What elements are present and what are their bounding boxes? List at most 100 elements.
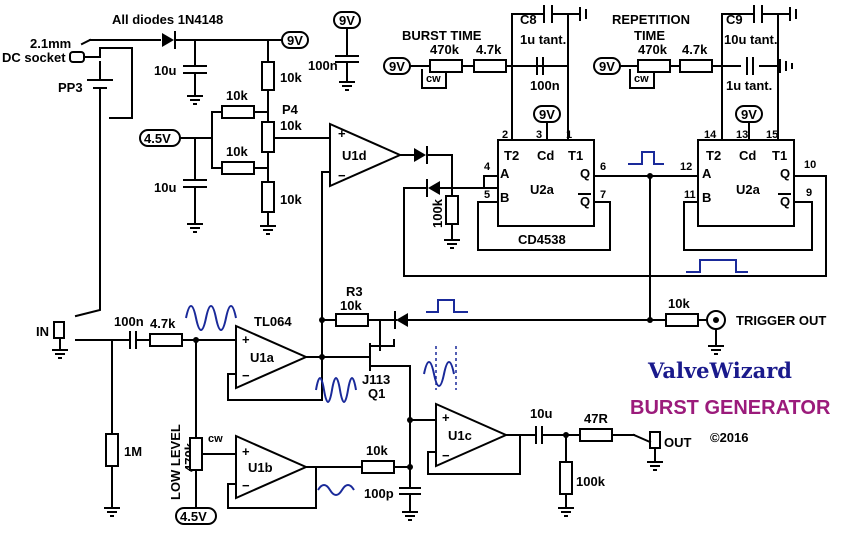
- junction-dot: [647, 173, 653, 179]
- ic1-wiring: [477, 175, 611, 251]
- dc-socket-label-2: DC socket: [2, 50, 66, 65]
- cap-1u-rep-label: 1u tant.: [726, 78, 772, 93]
- u1a-plus: +: [242, 332, 250, 347]
- u1a-label: U1a: [250, 350, 275, 365]
- u1a-wave: [315, 377, 357, 403]
- ic2-pin10: 10: [804, 159, 816, 171]
- cap-100p-icon: [399, 419, 421, 521]
- c9-label: C9: [726, 12, 743, 27]
- r-1m-label: 1M: [124, 444, 142, 459]
- ic2-pin15: 15: [766, 129, 778, 141]
- ic1-cd: Cd: [537, 148, 554, 163]
- ic1-qbar: Q: [580, 194, 590, 209]
- u1d-opamp: [329, 122, 403, 188]
- u1d-inv-wire: [321, 171, 331, 321]
- pulse-wave-short: [628, 151, 664, 165]
- u1c-plus: +: [442, 410, 450, 425]
- ic1-t1: T1: [568, 148, 583, 163]
- power-supply: All diodes 1N4148 2.1mm DC socket PP3 10…: [2, 11, 361, 301]
- dc-socket-sleeve: [84, 47, 133, 119]
- cap-10u-bias-label: 10u: [154, 180, 176, 195]
- resistor-10k-bias1: [221, 105, 255, 119]
- r-10k-bias1-label: 10k: [226, 88, 248, 103]
- resistor-10k-bias2: [221, 161, 255, 175]
- resistor-100k-pd: [445, 195, 459, 225]
- u1c-label: U1c: [448, 428, 472, 443]
- u1d-section: + U1d − 100k: [321, 122, 827, 321]
- cap-10u-out-label: 10u: [530, 406, 552, 421]
- cap-100p-label: 100p: [364, 486, 394, 501]
- pot-470k-burst-label: 470k: [430, 42, 460, 57]
- resistor-4k7-rep: [679, 59, 713, 73]
- r3-value: 10k: [340, 298, 362, 313]
- ic1-part: CD4538: [518, 232, 566, 247]
- diode-feedback-icon: [428, 181, 440, 195]
- ic1-pin5: 5: [484, 189, 490, 201]
- ground-icon: [260, 211, 276, 235]
- ground-icon: [187, 95, 203, 105]
- resistor-1m: [105, 433, 119, 467]
- bias-4v5-label-2: 4.5V: [180, 509, 207, 524]
- ic2-9v-label: 9V: [741, 107, 757, 122]
- bias-4v5-tag-2: [175, 507, 217, 525]
- supply-9v-label-2: 9V: [339, 13, 355, 28]
- burst-9v-label: 9V: [389, 59, 405, 74]
- pot-470k-rep: [637, 59, 671, 73]
- feedback-wire: [403, 179, 827, 277]
- rep-9v-label: 9V: [599, 59, 615, 74]
- r-10k-bias2-label: 10k: [226, 144, 248, 159]
- u1b-opamp: [235, 434, 309, 500]
- input-jack-icon[interactable]: [53, 321, 65, 339]
- low-level-wire: [195, 339, 237, 509]
- burst-cw: cw: [426, 73, 441, 85]
- r3-label: R3: [346, 284, 363, 299]
- rep-time-label-1: REPETITION: [612, 12, 690, 27]
- brand-subtitle: BURST GENERATOR: [630, 397, 831, 419]
- burst-wave: [423, 361, 455, 387]
- pulldown-wire: [444, 187, 460, 249]
- input-section: IN 100n 4.7k 1M + U1a − TL064 J113 Q1: [36, 299, 457, 517]
- u1b-plus: +: [242, 444, 250, 459]
- cap-100n-dec-label: 100n: [308, 58, 338, 73]
- bias-wires: [179, 111, 269, 169]
- c9-icon: [753, 5, 763, 23]
- r-4k7-burst-label: 4.7k: [476, 42, 502, 57]
- ic2-cd: Cd: [739, 148, 756, 163]
- u1c-feedback: [427, 434, 537, 475]
- output-cap-10u: [535, 426, 635, 444]
- ic1-body: [497, 139, 595, 227]
- resistor-47r: [579, 428, 613, 442]
- battery-icon: [87, 61, 113, 301]
- u1a-minus: −: [242, 368, 250, 383]
- resistor-100k-out: [559, 461, 573, 495]
- cap-10u-icon: [183, 39, 207, 97]
- resistor-10k-low: [361, 460, 395, 474]
- burst-gate-lines: [435, 346, 457, 390]
- trigger-wire: [394, 311, 707, 329]
- branding: ValveWizard BURST GENERATOR ©2016: [630, 358, 831, 445]
- ic-cd4538-1: T2 Cd T1 A B U2a Q Q 2 3 1 4 5 6 7 CD453…: [477, 129, 611, 251]
- jfet-q1-icon: [369, 339, 411, 421]
- ic2-t1: T1: [772, 148, 787, 163]
- ic1-pin1: 1: [566, 129, 572, 141]
- ic1-q: Q: [580, 166, 590, 181]
- low-cw: cw: [208, 433, 223, 445]
- low-level-wave: [317, 484, 355, 496]
- resistor-10k-bottom: [261, 181, 275, 213]
- ic2-b: B: [702, 190, 711, 205]
- cap-1u-rep-icon: [746, 57, 754, 75]
- diode-u1d-icon: [414, 148, 426, 162]
- input-wave: [185, 305, 237, 331]
- pulse-wave-trigger: [426, 299, 468, 313]
- bias-4v5-tag: [139, 129, 181, 147]
- u1c-minus: −: [442, 448, 450, 463]
- ic2-body: [697, 139, 795, 227]
- r-10k-trigger-label: 10k: [668, 296, 690, 311]
- u1d-plus: +: [338, 126, 346, 141]
- output-jack-icon[interactable]: [649, 431, 661, 449]
- ic1-t2: T2: [504, 148, 519, 163]
- pulse-wave-long: [686, 259, 748, 273]
- ic1-pin7: 7: [600, 189, 606, 201]
- ic1-b: B: [500, 190, 509, 205]
- cap-10u-bias-icon: [183, 137, 207, 225]
